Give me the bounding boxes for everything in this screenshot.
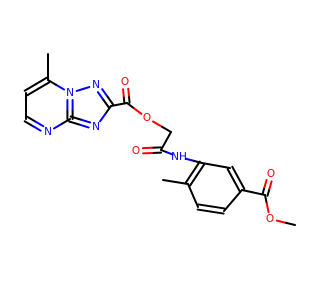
atom-label-layer: N N O O O NH N N O O: [44, 76, 275, 225]
bond-c_tri_c2-n_tri3-0-a: [104, 105, 112, 115]
bond-c_tri_top-c_ring_left-0-a: [37, 81, 51, 90]
bond-n_tri3-c_pyr_b-0-b: [68, 120, 80, 126]
atom-label-n_amide: NH: [171, 151, 187, 163]
bond-c_ar3-c_ar4-1-b: [209, 210, 225, 215]
bond-c_ar2-c_methyl_ar-0-a: [174, 181, 189, 185]
bond-c_tri_c3a-n_pyr_a-1-b: [31, 124, 42, 132]
atom-label-o_carbonyl2: O: [267, 168, 275, 180]
bond-c_tri_c3a-n_pyr_a-1-a: [23, 120, 34, 127]
bond-c_ch2-c_amide-0-b: [160, 140, 167, 151]
bond-c_tri_c2-c_ester1-0-b: [118, 102, 128, 106]
bond-n1-n_tri2-0-a: [75, 88, 84, 92]
bond-n_tri2-c_tri_c2-0-a: [101, 88, 109, 98]
bond-layer: [23, 53, 296, 226]
atom-label-n_pyr_a: N: [44, 126, 52, 138]
bond-n_tri2-c_tri_c2-1-b: [102, 98, 110, 109]
bond-n_tri3-c_pyr_b-1-b: [69, 115, 82, 121]
atom-label-n1: N: [66, 87, 74, 99]
bond-c_amide-n_amide-0-a: [160, 149, 168, 154]
bond-n_tri2-c_tri_c2-0-b: [106, 95, 115, 106]
bond-c_tri_top-c_ring_left-0-b: [26, 87, 40, 97]
bond-c_tri_c2-c_ester1-0-a: [110, 103, 120, 107]
atom-label-n_tri2: N: [92, 79, 100, 91]
bond-c_ar1-c_ar2-1-b: [184, 171, 194, 184]
atom-label-o_ester2: O: [266, 213, 274, 225]
bond-n_pyr_a-c_pyr_b-0-b: [61, 118, 71, 125]
bond-c_ar5-c_ar6-0-a: [232, 179, 241, 193]
bond-c_ar1-c_ar2-0-a: [196, 163, 206, 176]
atom-label-o_carbonyl1: O: [121, 76, 129, 88]
bond-c_tri_top-c_ring_left-1-b: [23, 83, 37, 92]
bond-c_ester1-o_ester1-0-a: [126, 102, 136, 110]
bond-c_ch2-c_amide-0-a: [165, 131, 172, 142]
bond-c_ar3-c_ar4-0-a: [197, 203, 213, 208]
bond-n_tri2-c_tri_c2-1-a: [96, 91, 105, 101]
bond-c_tri_c3a-n_pyr_a-0-a: [26, 115, 37, 123]
bond-c_ar5-c_ester2-0-a: [241, 189, 255, 194]
bond-c_ester2-o_carbonyl2-0-a: [261, 186, 266, 196]
bond-c_ar6-c_ar1-0-a: [215, 164, 231, 169]
bond-n_pyr_a-c_pyr_b-0-a: [53, 122, 64, 130]
bond-c_ar2-c_methyl_ar-0-b: [162, 179, 177, 183]
bond-c_ester2-o_carbonyl2-1-a: [266, 187, 271, 197]
bond-c_ester2-o_ester2-0-a: [264, 194, 268, 205]
bond-c_ar5-c_ar6-1-b: [231, 165, 240, 179]
bond-o_ester2-c_methoxy-0-b: [284, 221, 296, 226]
bond-c_ar1-c_ar2-1-a: [191, 160, 201, 174]
bond-c_tri_top-c_ring_left-1-a: [34, 76, 48, 86]
bond-c_ar5-c_ar6-0-b: [226, 168, 235, 182]
atom-label-o_amide: O: [132, 145, 140, 157]
bond-c_ester2-o_carbonyl2-0-b: [263, 179, 268, 189]
bond-c_tri_c3a-n_pyr_a-0-b: [34, 120, 45, 128]
bond-c_ar3-c_ar4-1-a: [196, 208, 212, 213]
bond-c_tri_c2-n_tri3-0-b: [99, 112, 107, 123]
bond-c_ar2-c_ar3-0-a: [187, 183, 194, 197]
bond-n_amide-c_ar1-0-a: [184, 157, 195, 162]
bond-n_tri3-c_pyr_b-1-a: [79, 118, 92, 124]
bond-o_ester1-c_ch2-0-b: [161, 125, 172, 133]
bond-n1-c_tri_top-0-a: [54, 83, 65, 91]
bond-c_ar2-c_ar3-0-b: [192, 194, 199, 208]
bond-n1-c_tri_top-0-b: [47, 79, 57, 86]
atom-label-o_ester1: O: [143, 112, 151, 124]
bond-c_ester1-o_carbonyl1-1-a: [127, 94, 131, 104]
bond-c_ester1-o_carbonyl1-0-a: [122, 95, 126, 105]
bond-c_ar5-c_ar6-1-a: [237, 176, 246, 190]
bond-c_amide-n_amide-0-b: [165, 151, 174, 156]
bond-c_ester1-o_carbonyl1-1-b: [127, 87, 130, 97]
bond-c_ar3-c_ar4-0-b: [210, 205, 226, 210]
bond-c_ester2-o_ester2-0-b: [265, 202, 270, 214]
bond-c_ar6-c_ar1-0-b: [201, 162, 217, 167]
bond-c_ester1-o_carbonyl1-0-b: [122, 88, 125, 98]
bond-c_ester1-o_ester1-0-b: [133, 107, 143, 115]
bond-c_ester2-o_carbonyl2-1-b: [268, 180, 273, 190]
bond-o_ester2-c_methoxy-0-a: [275, 219, 287, 224]
atom-label-n_tri3: N: [92, 121, 100, 133]
bond-n1-n_tri2-0-b: [82, 86, 91, 90]
bond-n_amide-c_ar1-0-b: [192, 159, 203, 164]
bond-c_ar1-c_ar2-0-b: [189, 173, 199, 187]
bond-n_tri3-c_pyr_b-0-a: [77, 123, 90, 129]
bond-o_ester1-c_ch2-0-a: [152, 120, 164, 128]
chemical-structure-diagram: N N O O O NH N N O O: [23, 53, 296, 226]
bond-c_ar4-c_ar5-0-a: [223, 199, 234, 212]
